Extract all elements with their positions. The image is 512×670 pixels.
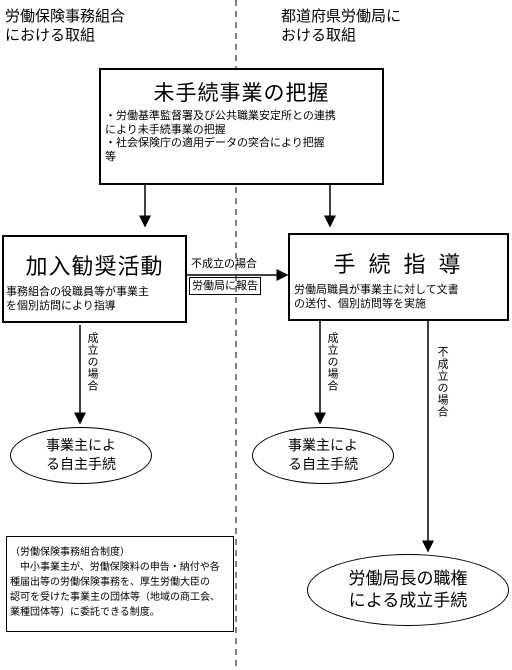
unprocessed-business-box: 未手続事業の把握 ・労働基準監督署及び公共職業安定所との連携 により未手続事業の…	[99, 68, 384, 185]
employer-self-procedure-left: 事業主による自主手続	[10, 427, 152, 484]
enrollment-activity-details: 事務組合の役職員等が事業主 を個別訪問により指導	[6, 285, 149, 312]
director-ex-officio-procedure: 労働局長の職権による成立手続	[307, 554, 509, 626]
left-success-label: 成立の場合	[86, 332, 99, 392]
enrollment-activity-box: 加入勧奨活動 事務組合の役職員等が事業主 を個別訪問により指導	[2, 235, 187, 323]
mid-success-label: 成立の場合	[326, 332, 339, 392]
unprocessed-business-title: 未手続事業の把握	[153, 81, 330, 105]
procedure-guidance-details: 労働局職員が事業主に対して文書 の送付、個別訪問等を実施	[294, 283, 459, 310]
failure-label: 不成立の場合	[191, 257, 257, 270]
employer-self-procedure-mid: 事業主による自主手続	[252, 427, 394, 484]
left-column-header: 労働保険事務組合 における取組	[5, 7, 126, 44]
procedure-guidance-box: 手 続 指 導 労働局職員が事業主に対して文書 の送付、個別訪問等を実施	[288, 233, 509, 321]
unprocessed-business-details: ・労働基準監督署及び公共職業安定所との連携 により未手続事業の把握 ・社会保険庁…	[105, 109, 336, 163]
enrollment-activity-title: 加入勧奨活動	[25, 255, 164, 280]
labor-insurance-association-note: （労働保険事務組合制度） 中小事業主が、労働保険料の申告・納付や各 種届出等の労…	[6, 536, 234, 632]
right-column-header: 都道府県労働局に おける取組	[281, 7, 402, 44]
report-to-bureau-label: 労働局に報告	[189, 277, 261, 295]
right-failure-label: 不成立の場合	[436, 346, 449, 418]
procedure-guidance-title: 手 続 指 導	[333, 253, 464, 278]
